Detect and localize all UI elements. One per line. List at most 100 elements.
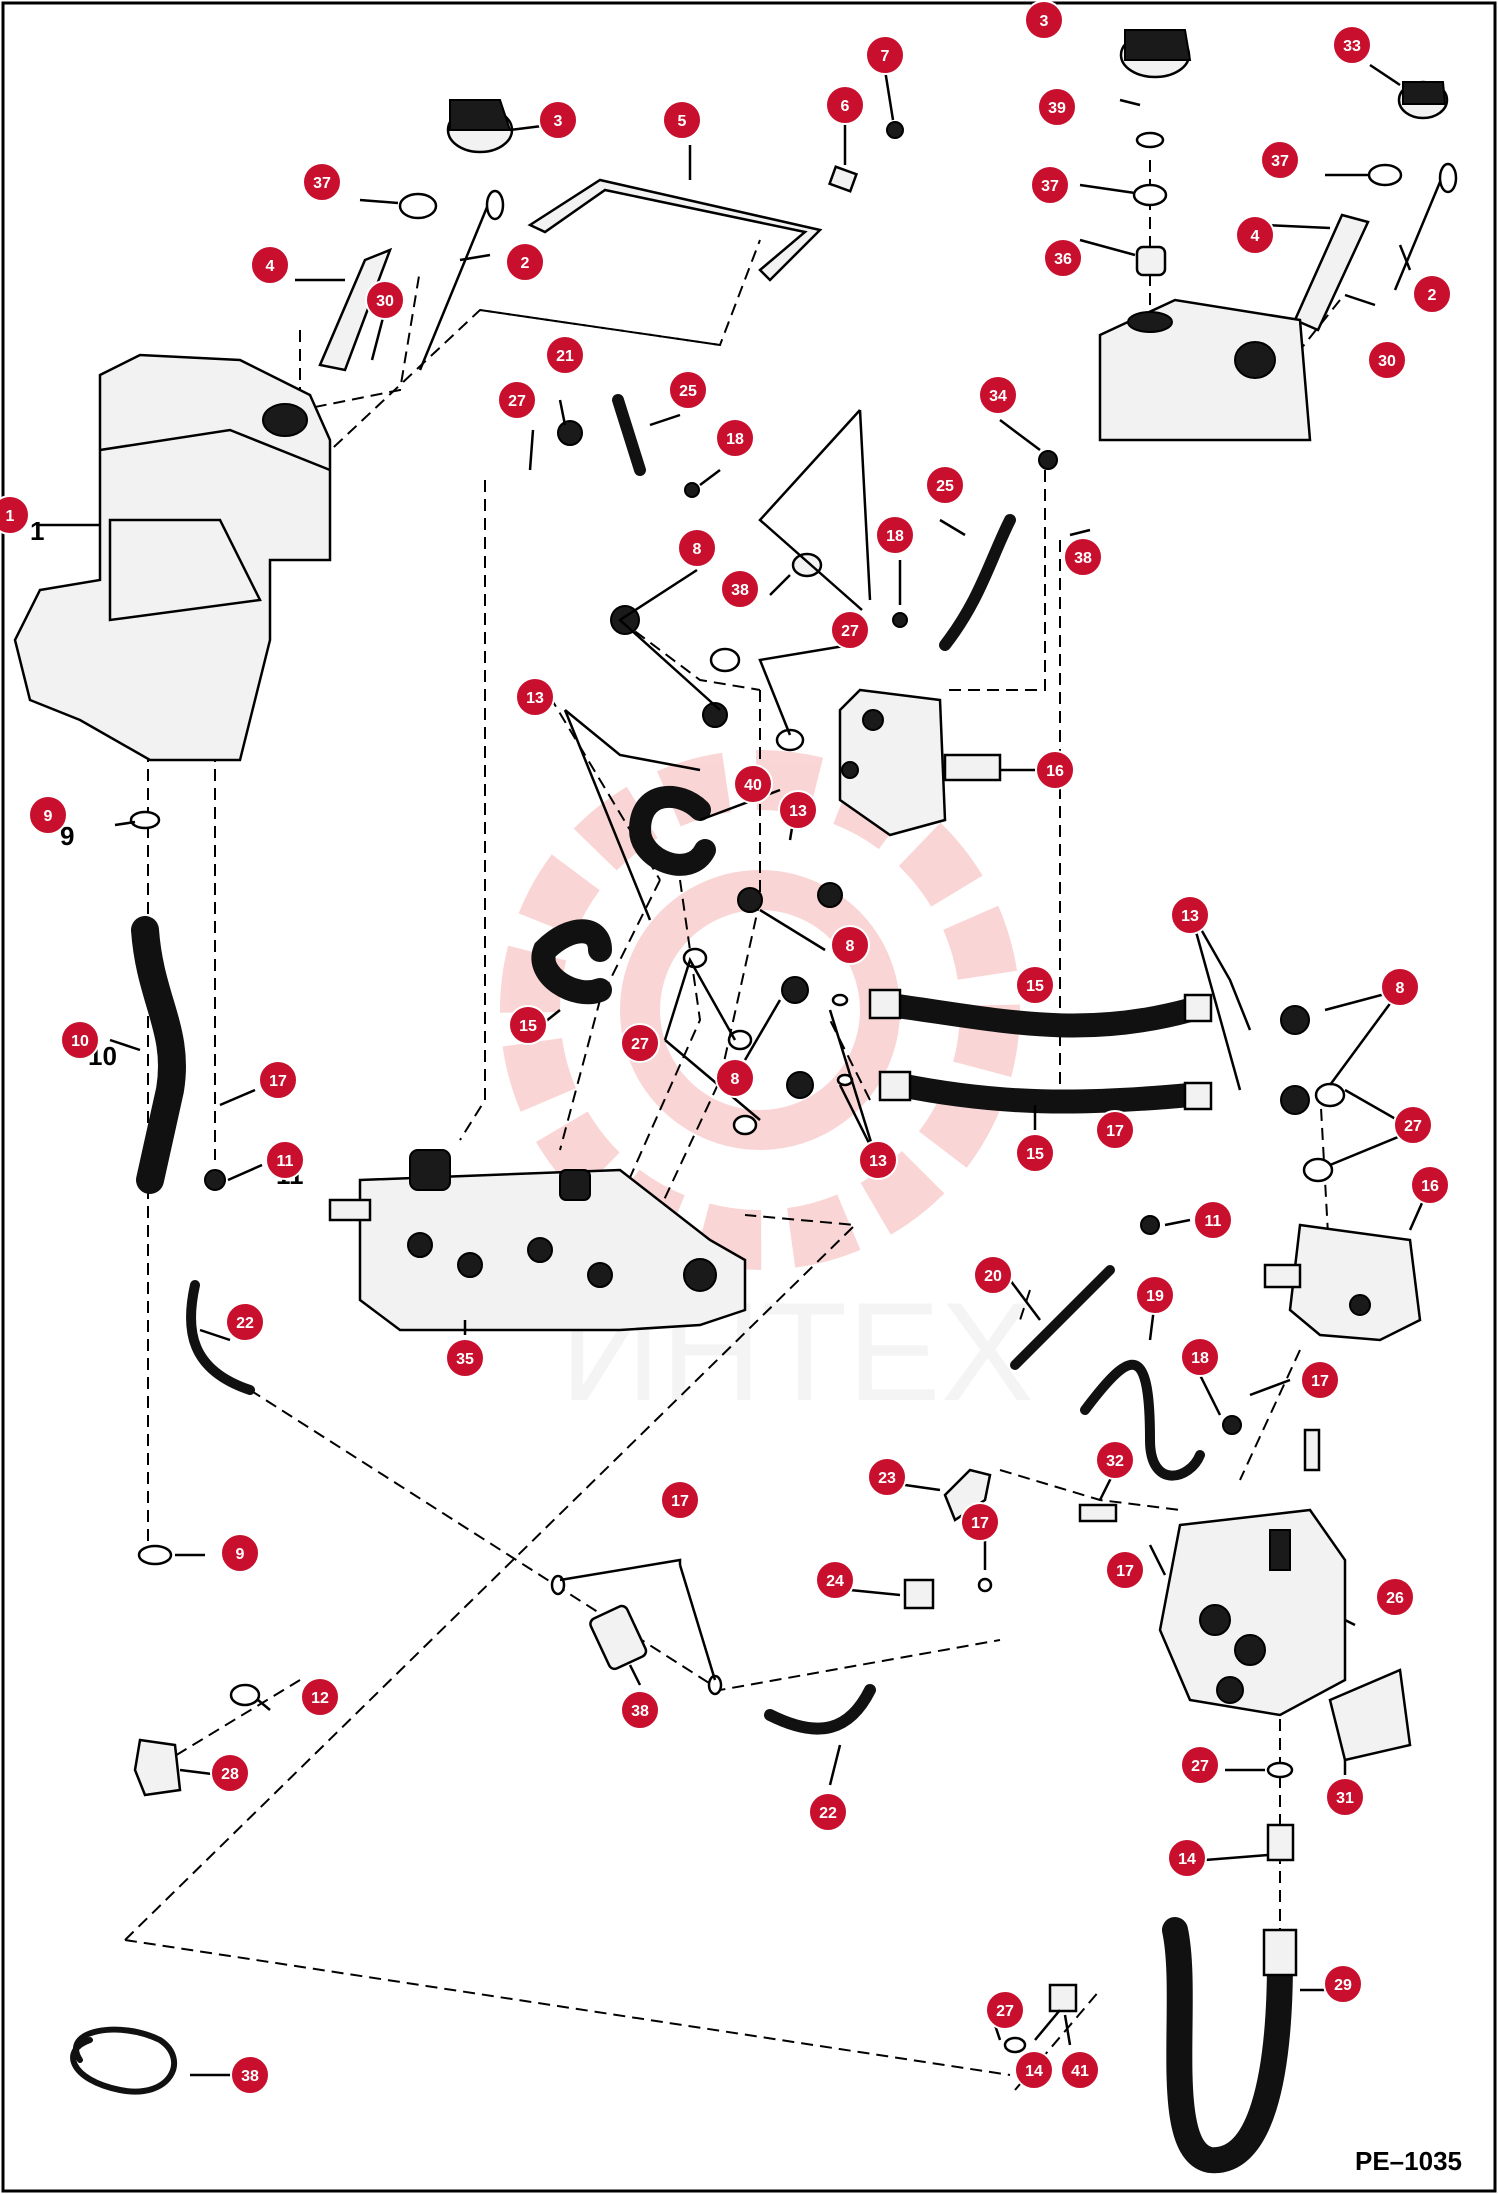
secondary-tank-neck: [1127, 311, 1173, 333]
callout-circle: [925, 465, 965, 505]
callout-circle: [1024, 0, 1064, 40]
callout-marker: 30: [1367, 340, 1407, 380]
callout-label: 8: [846, 938, 855, 955]
callout-circle: [1095, 1110, 1135, 1150]
drawing-code: PE–1035: [1355, 2146, 1462, 2176]
hose-15-lower: [888, 1073, 1202, 1114]
callout-label: 27: [996, 2003, 1014, 2020]
callout-marker: 11: [1193, 1200, 1233, 1240]
callout-marker: 11: [265, 1140, 305, 1180]
o-ring-small: [1367, 163, 1403, 187]
callout-marker: 29: [1323, 1964, 1363, 2004]
callout-circle: [1412, 274, 1452, 314]
callout-label: 9: [236, 1546, 245, 1563]
callout-circle: [508, 1005, 548, 1045]
callout-label: 13: [1181, 908, 1199, 925]
callout-circle: [815, 1560, 855, 1600]
leader-lines: [38, 63, 1432, 2077]
callout-circle: [660, 1480, 700, 1520]
callout-circle: [1325, 1777, 1365, 1817]
callout-marker: 1: [0, 495, 30, 535]
hose-15-lower-end-left: [878, 1070, 912, 1102]
callout-circle: [545, 335, 585, 375]
washer-39: [1135, 131, 1165, 149]
callout-label: 5: [678, 113, 687, 130]
o-ring-27-valve: [1266, 1761, 1294, 1779]
dipstick-right: [1393, 169, 1447, 291]
callout-marker: 33: [1332, 25, 1372, 65]
callout-label: 14: [1178, 1851, 1196, 1868]
callout-marker: 2: [1412, 274, 1452, 314]
callout-marker: 27: [620, 1023, 660, 1063]
callout-marker: 22: [225, 1302, 265, 1342]
callout-label: 18: [726, 431, 744, 448]
callout-marker: 16: [1035, 750, 1075, 790]
callout-label: 17: [971, 1515, 989, 1532]
callout-circle: [210, 1753, 250, 1793]
callout-label: 39: [1048, 100, 1066, 117]
secondary-tank: [1098, 298, 1312, 442]
callout-label: 9: [44, 808, 53, 825]
callout-label: 32: [1106, 1453, 1124, 1470]
callout-circle: [220, 1533, 260, 1573]
callout-marker: 20: [973, 1255, 1013, 1295]
o-ring-27-e: [732, 1114, 758, 1136]
callout-circle: [715, 1058, 755, 1098]
fitting-14-valve: [1266, 1823, 1295, 1862]
filler-cap-left: [446, 99, 514, 154]
callout-marker: 16: [1410, 1165, 1450, 1205]
callout-circle: [365, 280, 405, 320]
plug-38-upper: [791, 552, 823, 578]
callout-circle: [1367, 340, 1407, 380]
fitting-11-right: [1140, 1215, 1160, 1235]
callout-circle: [497, 380, 537, 420]
callout-circle: [720, 569, 760, 609]
hose-clamp-9-upper: [129, 810, 161, 830]
callout-marker: 31: [1325, 1777, 1365, 1817]
callout-label: 40: [744, 777, 762, 794]
hose-15-lower-end-right: [1183, 1081, 1213, 1111]
callout-marker: 32: [1095, 1440, 1135, 1480]
callout-circle: [973, 1255, 1013, 1295]
callout-marker: 7: [865, 35, 905, 75]
callout-circle: [830, 925, 870, 965]
o-ring-left: [398, 192, 438, 220]
callout-marker: 12: [300, 1677, 340, 1717]
callout-label: 17: [1116, 1563, 1134, 1580]
callout-label: 14: [1025, 2063, 1043, 2080]
callout-circle: [1095, 1440, 1135, 1480]
callout-label: 30: [376, 293, 394, 310]
callout-circle: [225, 1302, 265, 1342]
callout-label: 27: [631, 1036, 649, 1053]
callout-label: 8: [731, 1071, 740, 1088]
callout-marker: 27: [1393, 1105, 1433, 1145]
callout-marker: 27: [497, 380, 537, 420]
callout-label: 12: [311, 1690, 329, 1707]
suction-hose-10: [131, 916, 187, 1194]
callout-marker: 15: [1015, 1133, 1055, 1173]
callout-marker: 36: [1043, 238, 1083, 278]
hose-29: [1162, 1917, 1293, 2174]
fitting-14-41: [1048, 1983, 1078, 2013]
callout-circle: [1260, 140, 1300, 180]
callout-circle: [858, 1140, 898, 1180]
callout-label: 27: [508, 393, 526, 410]
callout-marker: 34: [978, 375, 1018, 415]
callout-label: 27: [1191, 1758, 1209, 1775]
callout-marker: 35: [445, 1338, 485, 1378]
callout-marker: 17: [1095, 1110, 1135, 1150]
callout-marker: 24: [815, 1560, 855, 1600]
o-ring-27-right-b: [1302, 1157, 1334, 1183]
callout-marker: 17: [1105, 1550, 1145, 1590]
control-valve-26: [1158, 1428, 1347, 1717]
callout-label: 38: [731, 582, 749, 599]
callout-marker: 8: [830, 925, 870, 965]
o-ring-27-c: [682, 947, 708, 969]
hose-19: [1080, 1359, 1205, 1481]
callout-label: 20: [984, 1268, 1002, 1285]
callout-label: 29: [1334, 1977, 1352, 1994]
callout-circle: [825, 85, 865, 125]
gear-pump-upper-port2: [841, 761, 859, 779]
callout-label: 13: [789, 803, 807, 820]
fitting-21: [557, 420, 583, 446]
